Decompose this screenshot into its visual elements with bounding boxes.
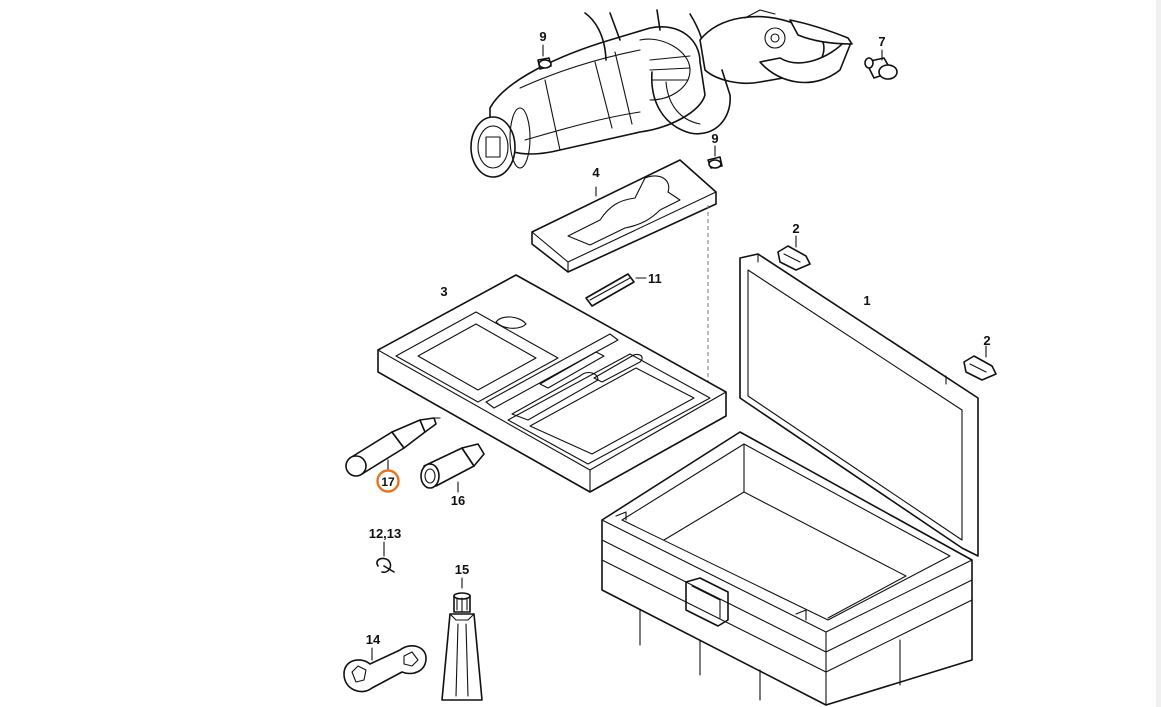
label-part-4[interactable]: 4 xyxy=(592,165,600,180)
part-9-screw-top xyxy=(537,44,552,70)
label-part-2-top[interactable]: 2 xyxy=(792,221,799,236)
label-part-2-right[interactable]: 2 xyxy=(983,333,990,348)
part-2-latch-top xyxy=(777,235,811,271)
label-part-12-13[interactable]: 12,13 xyxy=(369,526,402,541)
label-part-7[interactable]: 7 xyxy=(878,34,885,49)
part-11-pad xyxy=(585,273,647,307)
right-edge-strip xyxy=(1156,0,1161,707)
part-14-wrench xyxy=(343,645,427,693)
label-part-1[interactable]: 1 xyxy=(863,293,870,308)
part-7-pin xyxy=(864,49,898,80)
label-part-14[interactable]: 14 xyxy=(366,632,381,647)
part-1-case xyxy=(601,253,979,706)
label-part-17[interactable]: 17 xyxy=(381,475,395,489)
label-part-9-mid[interactable]: 9 xyxy=(711,131,718,146)
label-part-9-top[interactable]: 9 xyxy=(539,29,546,44)
part-4-foam-insert xyxy=(531,159,717,273)
label-part-15[interactable]: 15 xyxy=(455,562,469,577)
part-12-13-clip xyxy=(376,541,395,574)
part-2-latch-right xyxy=(963,345,997,381)
pruner-tool-drawing xyxy=(470,9,853,178)
part-3-foam-tray xyxy=(377,274,727,493)
part-9-screw-mid xyxy=(707,145,723,169)
label-part-11[interactable]: 11 xyxy=(648,271,662,286)
highlight-ring-part-17 xyxy=(376,469,400,493)
label-part-3[interactable]: 3 xyxy=(440,284,447,299)
part-17-tool-bit xyxy=(345,417,441,477)
part-15-grease-tube xyxy=(441,577,483,701)
label-part-16[interactable]: 16 xyxy=(451,493,465,508)
part-16-sleeve xyxy=(420,443,485,493)
